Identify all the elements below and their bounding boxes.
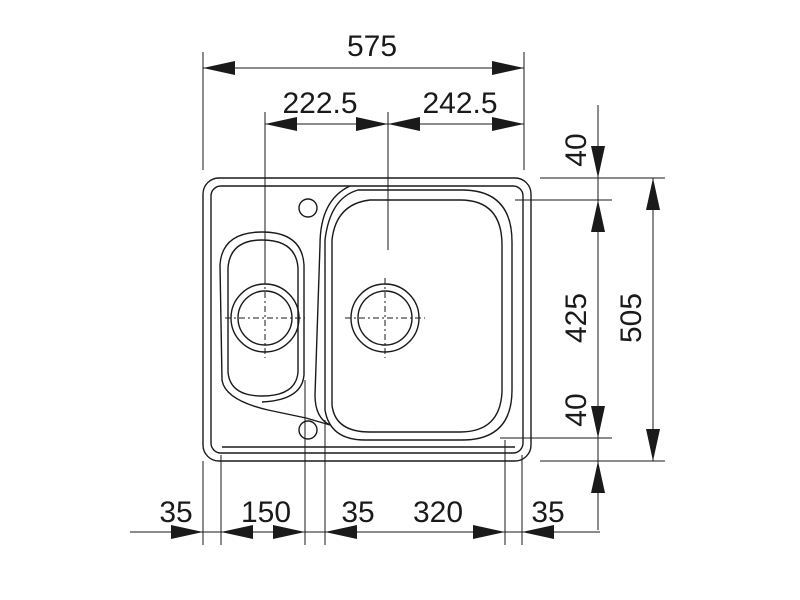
dim-bowl-centers — [265, 117, 524, 131]
tap-hole-bottom — [298, 420, 318, 440]
dim-overall-width — [203, 61, 524, 75]
dim-bottom-chain — [130, 525, 600, 539]
dim-label-middle: 35 — [341, 496, 374, 529]
dim-label-right-center: 242.5 — [422, 87, 497, 120]
right-bowl — [324, 189, 513, 441]
sink-body — [202, 177, 532, 462]
dim-label-left-bowl: 150 — [241, 496, 291, 529]
extension-lines — [202, 52, 665, 545]
dim-label-overall-height: 505 — [615, 293, 648, 343]
dim-vertical-chain — [591, 105, 605, 530]
dim-label-bowl-height: 425 — [560, 293, 593, 343]
sink-inner-rim — [210, 185, 524, 454]
dim-label-overall-width: 575 — [347, 30, 397, 63]
dim-overall-height — [646, 178, 660, 461]
dim-label-right-rim: 35 — [531, 496, 564, 529]
dim-label-bottom-margin: 40 — [560, 393, 593, 426]
right-bowl-outer — [324, 189, 513, 441]
sink-outer-rim — [202, 177, 532, 462]
dim-label-right-bowl: 320 — [413, 496, 463, 529]
left-bowl-inner — [227, 239, 299, 397]
center-lines — [225, 278, 425, 358]
dim-label-top-margin: 40 — [560, 133, 593, 166]
right-bowl-inner — [331, 199, 503, 433]
tap-hole-top — [298, 198, 318, 218]
left-bowl-outline — [219, 185, 351, 426]
dim-label-left-rim: 35 — [159, 496, 192, 529]
left-bowl — [219, 185, 351, 426]
dim-label-left-center: 222.5 — [282, 87, 357, 120]
